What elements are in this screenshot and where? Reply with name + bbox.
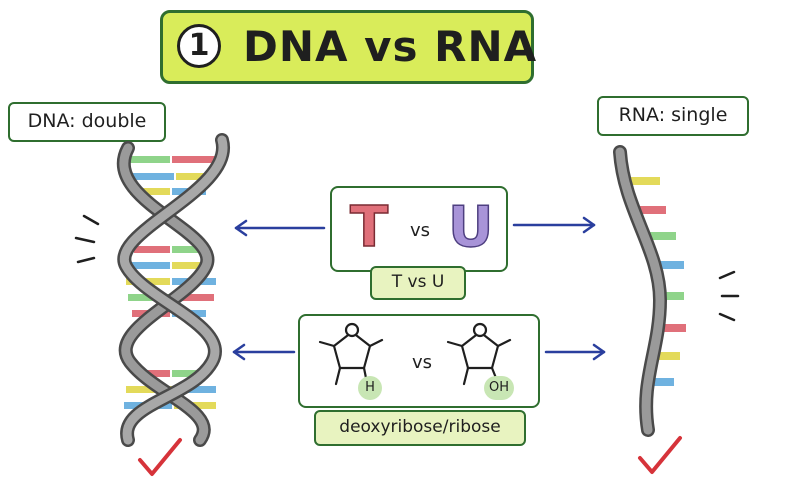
base-rung	[130, 188, 170, 195]
base-rung	[172, 156, 216, 163]
motion-lines-icon	[74, 214, 100, 264]
base-rung	[176, 173, 214, 180]
rna-strand	[613, 145, 668, 437]
deoxyribose-ring-icon	[318, 322, 384, 386]
base-rung	[172, 262, 212, 269]
base-stub	[644, 378, 674, 386]
base-rung	[128, 262, 170, 269]
base-stub	[650, 352, 680, 360]
hydroxyl-label: OH	[484, 376, 514, 400]
base-stub	[656, 292, 684, 300]
motion-lines-icon	[718, 270, 740, 322]
arrow-left-icon	[234, 219, 326, 237]
hydrogen-label: H	[358, 376, 382, 400]
sugar-caption: deoxyribose/ribose	[314, 410, 526, 446]
dna-label: DNA: double	[8, 102, 166, 142]
thymine-letter: T	[349, 195, 389, 260]
ribose-ring-icon	[446, 322, 512, 386]
arrows	[232, 216, 606, 361]
check-icon	[638, 436, 682, 474]
page-title: DNA vs RNA	[243, 22, 538, 71]
base-rung	[174, 386, 216, 393]
arrow-right-icon	[544, 343, 606, 361]
sugar-panel: H vs OH	[298, 314, 540, 408]
title-banner: 1 DNA vs RNA	[160, 10, 538, 84]
title-number: 1	[177, 24, 221, 68]
base-stub	[656, 324, 686, 332]
arrow-left-icon	[232, 343, 296, 361]
base-rung	[172, 246, 202, 253]
check-icon	[138, 438, 182, 476]
base-rung	[134, 246, 170, 253]
bases-panel: T vs U	[330, 186, 508, 272]
base-rung	[172, 370, 208, 377]
base-stub	[636, 206, 666, 214]
bases-vs: vs	[410, 220, 431, 241]
rna-label: RNA: single	[597, 96, 749, 136]
base-rung	[130, 156, 170, 163]
rna-bases	[628, 177, 686, 386]
base-rung	[126, 386, 172, 393]
base-rung	[126, 173, 174, 180]
sugar-vs: vs	[412, 352, 433, 373]
bases-caption: T vs U	[370, 266, 466, 300]
uracil-letter: U	[447, 195, 494, 260]
base-stub	[646, 232, 676, 240]
base-rung	[134, 370, 170, 377]
arrow-right-icon	[512, 216, 596, 234]
dna-helix	[117, 133, 230, 447]
base-stub	[628, 177, 660, 185]
base-rung	[172, 294, 214, 301]
base-stub	[654, 261, 684, 269]
